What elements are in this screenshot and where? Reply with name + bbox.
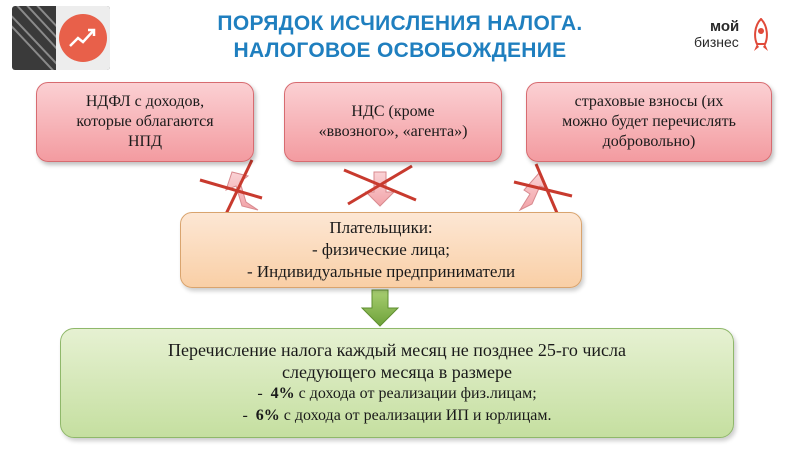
- rate-text: с дохода от реализации ИП и юрлицам.: [280, 407, 552, 424]
- exemption-line: можно будет перечислять: [562, 112, 736, 132]
- exemption-line: НПД: [76, 132, 213, 152]
- exemption-box-ndfl: НДФЛ с доходов, которые облагаются НПД: [36, 82, 254, 162]
- exemption-box-insurance: страховые взносы (их можно будет перечис…: [526, 82, 772, 162]
- exemption-line: добровольно): [562, 132, 736, 152]
- rate-bullet: -: [242, 407, 255, 424]
- exemption-line: НДФЛ с доходов,: [76, 92, 213, 112]
- payers-heading: Плательщики:: [247, 217, 515, 239]
- exemption-line: которые облагаются: [76, 112, 213, 132]
- green-down-arrow: [362, 290, 398, 326]
- exemption-box-nds: НДС (кроме «ввозного», «агента»): [284, 82, 502, 162]
- payment-line-1: Перечисление налога каждый месяц не позд…: [168, 339, 626, 361]
- rate-value-6: 6%: [256, 407, 280, 424]
- rate-line-individuals: - 4% с дохода от реализации физ.лицам;: [168, 383, 626, 405]
- center-blocked-arrow: [344, 166, 416, 206]
- exemption-line: НДС (кроме: [319, 102, 468, 122]
- rate-text: с дохода от реализации физ.лицам;: [295, 385, 537, 402]
- left-blocked-arrow: [200, 160, 262, 214]
- exemption-line: «ввозного», «агента»): [319, 122, 468, 142]
- rate-line-legal: - 6% с дохода от реализации ИП и юрлицам…: [168, 405, 626, 427]
- payers-box: Плательщики: - физические лица; - Индиви…: [180, 212, 582, 288]
- payers-item: - физические лица;: [247, 239, 515, 261]
- rate-value-4: 4%: [271, 385, 295, 402]
- rate-bullet: -: [257, 385, 270, 402]
- exemption-line: страховые взносы (их: [562, 92, 736, 112]
- payment-box: Перечисление налога каждый месяц не позд…: [60, 328, 734, 438]
- payers-item: - Индивидуальные предприниматели: [247, 261, 515, 283]
- payment-line-2: следующего месяца в размере: [168, 361, 626, 383]
